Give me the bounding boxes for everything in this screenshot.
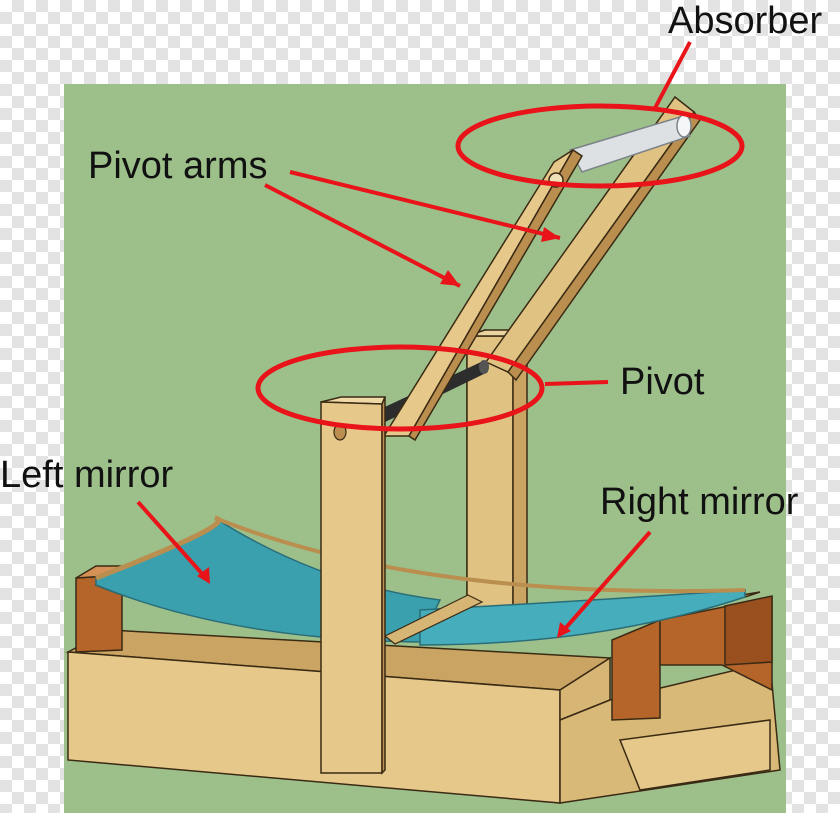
left-mirror-label: Left mirror xyxy=(0,456,173,494)
pivot-leader xyxy=(545,382,608,384)
pivot-label: Pivot xyxy=(620,363,704,401)
front-support-post xyxy=(321,397,385,773)
right-mirror-label: Right mirror xyxy=(600,483,798,521)
absorber-label: Absorber xyxy=(668,2,822,40)
pivot-arms-label: Pivot arms xyxy=(88,147,267,185)
